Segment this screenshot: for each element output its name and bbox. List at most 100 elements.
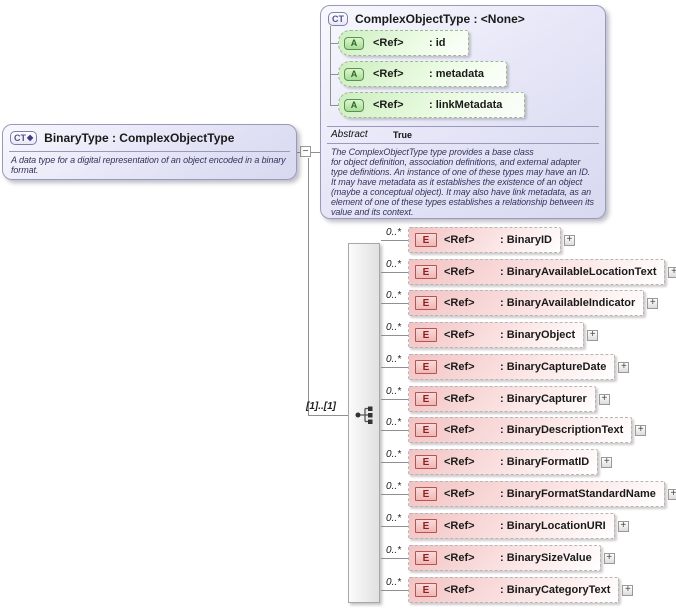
divider xyxy=(327,126,599,127)
element-icon: E xyxy=(415,519,437,533)
element-box-binaryavailablelocationtext[interactable]: E <Ref> : BinaryAvailableLocationText xyxy=(408,259,666,285)
connector-line xyxy=(381,271,408,273)
cardinality-label: 0..* xyxy=(386,259,402,270)
attribute-box-linkmetadata[interactable]: A <Ref> : linkMetadata xyxy=(338,92,526,118)
element-icon: E xyxy=(415,487,437,501)
element-row: 0..* E <Ref> : BinaryLocationURI + xyxy=(381,513,629,539)
element-name: : BinaryCategoryText xyxy=(500,584,611,596)
cardinality-label: 0..* xyxy=(386,449,402,460)
ref-label: <Ref> xyxy=(444,520,475,532)
ref-label: <Ref> xyxy=(444,456,475,468)
ref-label: <Ref> xyxy=(444,266,475,278)
connector-line xyxy=(381,525,408,527)
cardinality-label: 0..* xyxy=(386,545,402,556)
expand-plus-icon[interactable]: + xyxy=(603,552,615,564)
expand-plus-icon[interactable]: + xyxy=(601,456,613,468)
ref-label: <Ref> xyxy=(444,234,475,246)
element-box-binaryformatstandardname[interactable]: E <Ref> : BinaryFormatStandardName xyxy=(408,481,665,507)
element-box-binaryformatid[interactable]: E <Ref> : BinaryFormatID xyxy=(408,449,599,475)
ref-label: <Ref> xyxy=(444,329,475,341)
cardinality-label: 0..* xyxy=(386,417,402,428)
expand-plus-icon[interactable]: + xyxy=(622,584,634,596)
divider xyxy=(9,151,290,152)
ref-label: <Ref> xyxy=(444,361,475,373)
element-icon: E xyxy=(415,392,437,406)
attribute-icon: A xyxy=(344,36,364,50)
element-icon: E xyxy=(415,265,437,279)
expand-plus-icon[interactable]: + xyxy=(635,424,647,436)
expand-plus-icon[interactable]: + xyxy=(617,520,629,532)
ref-label: <Ref> xyxy=(373,37,404,49)
element-box-binaryid[interactable]: E <Ref> : BinaryID xyxy=(408,227,561,253)
connector-line xyxy=(381,239,408,241)
connector-line xyxy=(381,366,408,368)
expand-plus-icon[interactable]: + xyxy=(587,329,599,341)
ref-label: <Ref> xyxy=(444,393,475,405)
element-box-binarylocationuri[interactable]: E <Ref> : BinaryLocationURI xyxy=(408,513,615,539)
attribute-box-metadata[interactable]: A <Ref> : metadata xyxy=(338,61,508,87)
element-row: 0..* E <Ref> : BinaryCategoryText + xyxy=(381,577,634,603)
complextype-derived-icon: CT◆ xyxy=(10,131,38,145)
derived-type-description: A data type for a digital representation… xyxy=(11,155,286,175)
sequence-icon xyxy=(355,406,373,424)
element-box-binarycategorytext[interactable]: E <Ref> : BinaryCategoryText xyxy=(408,577,620,603)
element-row: 0..* E <Ref> : BinaryCaptureDate + xyxy=(381,354,630,380)
attribute-tree-line xyxy=(330,105,338,106)
element-icon: E xyxy=(415,423,437,437)
ref-label: <Ref> xyxy=(444,488,475,500)
attribute-row: A <Ref> : id xyxy=(338,30,469,56)
element-box-binaryobject[interactable]: E <Ref> : BinaryObject xyxy=(408,322,585,348)
cardinality-label: 0..* xyxy=(386,577,402,588)
element-row: 0..* E <Ref> : BinaryDescriptionText + xyxy=(381,417,647,443)
element-name: : BinaryAvailableIndicator xyxy=(500,297,636,309)
element-icon: E xyxy=(415,583,437,597)
collapse-minus-icon[interactable]: − xyxy=(300,146,311,157)
derived-type-box[interactable]: CT◆ BinaryType : ComplexObjectType A dat… xyxy=(2,124,297,180)
element-name: : BinarySizeValue xyxy=(500,552,592,564)
complextype-icon: CT xyxy=(328,12,348,26)
element-icon: E xyxy=(415,360,437,374)
element-icon: E xyxy=(415,296,437,310)
attribute-tree-line xyxy=(330,74,338,75)
element-box-binarysizevalue[interactable]: E <Ref> : BinarySizeValue xyxy=(408,545,601,571)
element-row: 0..* E <Ref> : BinarySizeValue + xyxy=(381,545,615,571)
connector-line xyxy=(381,557,408,559)
facet-label: Abstract xyxy=(331,129,368,140)
expand-plus-icon[interactable]: + xyxy=(618,361,630,373)
element-box-binarycapturedate[interactable]: E <Ref> : BinaryCaptureDate xyxy=(408,354,616,380)
element-name: : BinaryID xyxy=(500,234,552,246)
expand-plus-icon[interactable]: + xyxy=(647,297,659,309)
expand-plus-icon[interactable]: + xyxy=(563,234,575,246)
cardinality-label: 0..* xyxy=(386,386,402,397)
facet-value: True xyxy=(393,130,413,140)
cardinality-label: 0..* xyxy=(386,290,402,301)
element-name: : BinaryFormatID xyxy=(500,456,590,468)
cardinality-label: 0..* xyxy=(386,227,402,238)
attribute-box-id[interactable]: A <Ref> : id xyxy=(338,30,469,56)
element-icon: E xyxy=(415,455,437,469)
expand-plus-icon[interactable]: + xyxy=(667,488,676,500)
element-box-binarycapturer[interactable]: E <Ref> : BinaryCapturer xyxy=(408,386,596,412)
element-icon: E xyxy=(415,551,437,565)
model-cardinality-label: [1]..[1] xyxy=(306,401,336,412)
element-box-binaryavailableindicator[interactable]: E <Ref> : BinaryAvailableIndicator xyxy=(408,290,645,316)
attribute-name: : linkMetadata xyxy=(429,99,503,111)
attribute-row: A <Ref> : metadata xyxy=(338,61,508,87)
connector-line xyxy=(381,302,408,304)
expand-plus-icon[interactable]: + xyxy=(668,266,676,278)
sequence-compositor-bar[interactable] xyxy=(348,243,380,603)
element-icon: E xyxy=(415,233,437,247)
connector-line xyxy=(381,334,408,336)
connector-line xyxy=(381,589,408,591)
element-row: 0..* E <Ref> : BinaryCapturer + xyxy=(381,386,610,412)
element-box-binarydescriptiontext[interactable]: E <Ref> : BinaryDescriptionText xyxy=(408,417,633,443)
derivation-diamond-icon: ◆ xyxy=(27,133,34,142)
attribute-icon: A xyxy=(344,98,364,112)
expand-plus-icon[interactable]: + xyxy=(598,393,610,405)
attribute-name: : metadata xyxy=(429,68,485,80)
element-row: 0..* E <Ref> : BinaryFormatStandardName … xyxy=(381,481,676,507)
ref-label: <Ref> xyxy=(373,99,404,111)
ref-label: <Ref> xyxy=(444,297,475,309)
connector-line xyxy=(381,398,408,400)
